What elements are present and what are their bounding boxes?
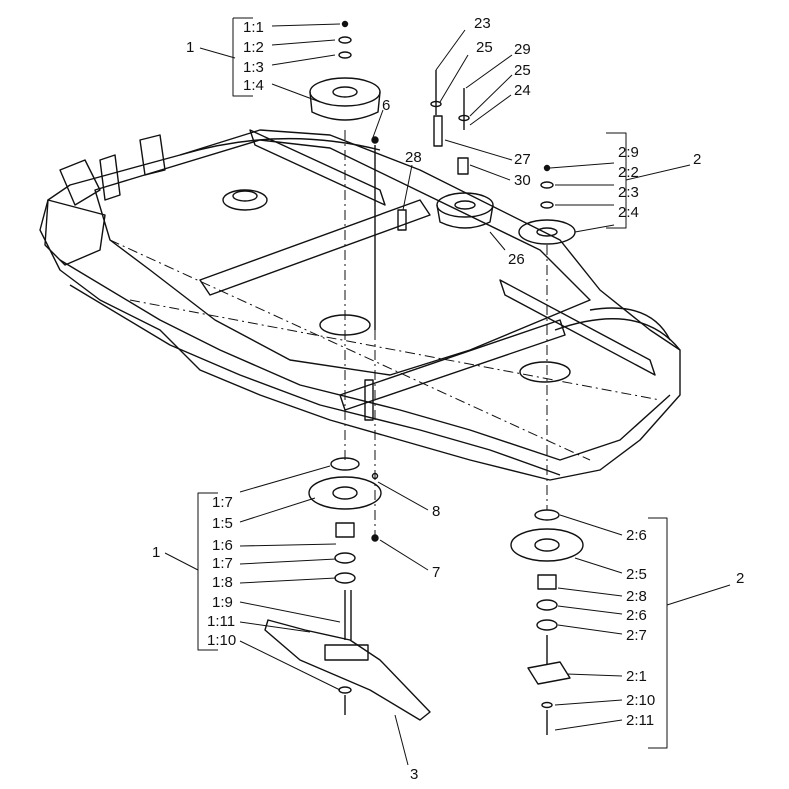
callout-1-7-upper: 1:7 xyxy=(212,494,233,511)
deck-skirt xyxy=(59,259,671,461)
callout-2-5: 2:5 xyxy=(626,566,647,583)
callout-6: 6 xyxy=(382,97,391,114)
housing-1-5 xyxy=(308,476,382,510)
callout-1-11: 1:11 xyxy=(207,613,236,630)
deck-top-plate xyxy=(94,139,591,376)
callout-1-8: 1:8 xyxy=(212,574,233,591)
support-bar-left xyxy=(249,129,386,206)
callout-2-8: 2:8 xyxy=(626,588,647,605)
callout-7: 7 xyxy=(432,564,441,581)
callout-29: 29 xyxy=(514,41,531,58)
idler-pulley-deck xyxy=(222,189,268,211)
pulley-1-4 xyxy=(309,77,381,107)
callout-23: 23 xyxy=(474,15,491,32)
callout-1-7-lower: 1:7 xyxy=(212,555,233,572)
right-housing xyxy=(554,318,681,351)
callout-group-1-top: 1 xyxy=(186,39,195,56)
callout-2-3: 2:3 xyxy=(618,184,639,201)
callout-group-1-bottom: 1 xyxy=(152,544,161,561)
callout-3: 3 xyxy=(410,766,419,783)
callout-2-4: 2:4 xyxy=(618,204,639,221)
callout-1-2: 1:2 xyxy=(243,39,264,56)
callout-25-upper: 25 xyxy=(476,39,493,56)
callout-1-6: 1:6 xyxy=(212,537,233,554)
callout-2-2: 2:2 xyxy=(618,164,639,181)
callout-group-2-top: 2 xyxy=(693,151,702,168)
callout-24: 24 xyxy=(514,82,531,99)
washer-2-6 xyxy=(534,509,560,521)
callout-2-9: 2:9 xyxy=(618,144,639,161)
callout-1-9: 1:9 xyxy=(212,594,233,611)
callout-2-6-upper: 2:6 xyxy=(626,527,647,544)
cross-bar xyxy=(199,199,431,296)
callout-2-10: 2:10 xyxy=(626,692,656,709)
spacer-28 xyxy=(397,209,407,231)
rear-arc xyxy=(179,137,381,156)
callout-1-10: 1:10 xyxy=(207,632,237,649)
callout-8: 8 xyxy=(432,503,441,520)
blade-adapter-2-1 xyxy=(527,661,571,685)
callout-1-1: 1:1 xyxy=(243,19,264,36)
blade-3 xyxy=(264,619,431,721)
deck-outline xyxy=(39,129,681,481)
left-channel xyxy=(44,199,106,266)
callout-2-6-lower: 2:6 xyxy=(626,607,647,624)
callout-1-3: 1:3 xyxy=(243,59,264,76)
callout-30: 30 xyxy=(514,172,531,189)
callout-2-7: 2:7 xyxy=(626,627,647,644)
callout-27: 27 xyxy=(514,151,531,168)
callout-28: 28 xyxy=(405,149,422,166)
pulley-2-4 xyxy=(518,219,576,245)
housing-2-5 xyxy=(510,528,584,562)
callout-group-2-bottom: 2 xyxy=(736,570,745,587)
callout-25-lower: 25 xyxy=(514,62,531,79)
callout-1-4: 1:4 xyxy=(243,77,264,94)
spindle-hole-right xyxy=(519,361,571,383)
callout-26: 26 xyxy=(508,251,525,268)
callout-2-1: 2:1 xyxy=(626,668,647,685)
callout-1-5: 1:5 xyxy=(212,515,233,532)
callout-2-11: 2:11 xyxy=(626,712,655,729)
support-bar-right xyxy=(499,279,656,376)
